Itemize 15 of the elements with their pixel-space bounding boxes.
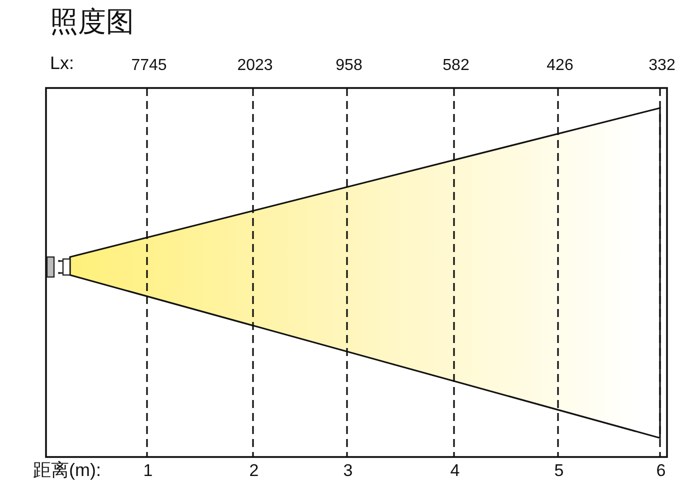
illuminance-value: 426: [546, 58, 574, 74]
distance-value: 4: [450, 462, 460, 479]
illuminance-value: 332: [648, 58, 676, 74]
illuminance-value: 2023: [237, 58, 273, 74]
distance-value: 2: [249, 462, 259, 479]
illuminance-value: 7745: [131, 58, 167, 74]
illuminance-value: 958: [336, 58, 362, 74]
axis-label: 距离(m):: [33, 461, 101, 479]
illuminance-value: 582: [442, 58, 470, 74]
distance-value: 6: [656, 462, 666, 479]
chart-title: 照度图: [50, 8, 134, 36]
distance-value: 3: [343, 462, 353, 479]
axis-label: Lx:: [50, 54, 74, 72]
distance-value: 5: [554, 462, 564, 479]
distance-value: 1: [143, 462, 153, 479]
